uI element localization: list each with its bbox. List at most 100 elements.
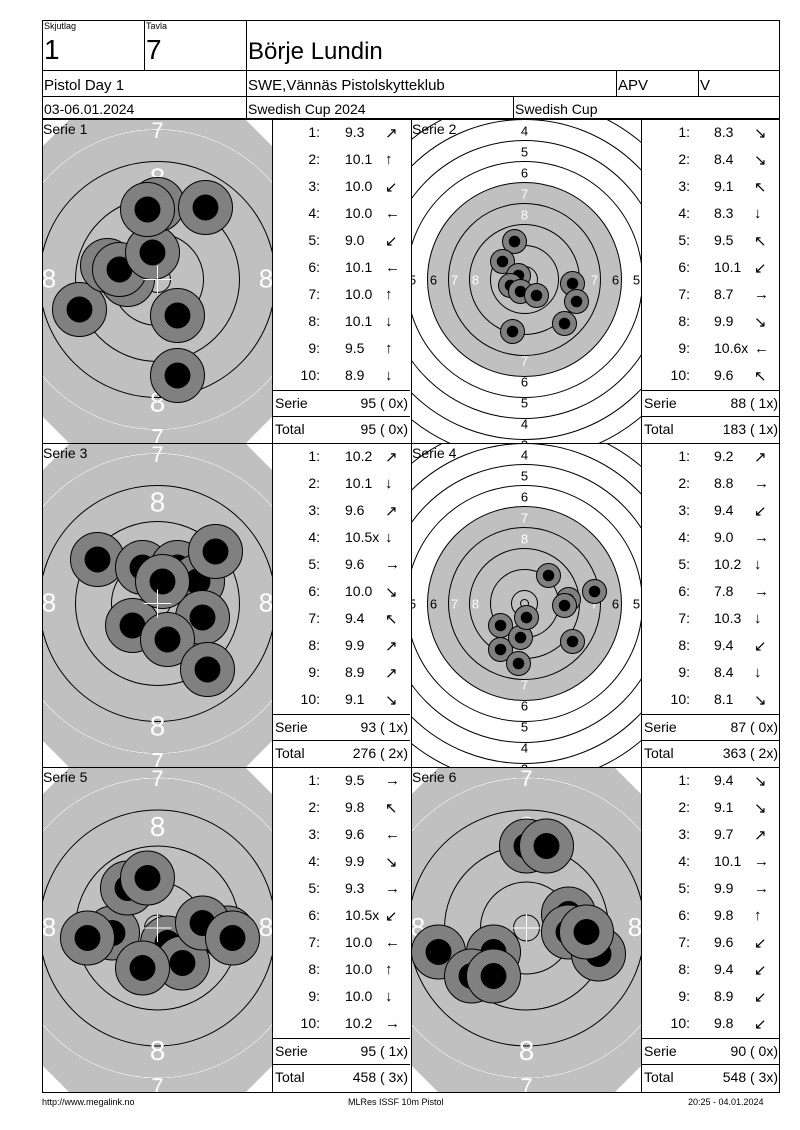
summary-value: 276 ( 2x) xyxy=(352,745,408,761)
shot-number: 8: xyxy=(308,637,320,653)
ring-number: 7 xyxy=(151,749,163,767)
summary-value: 458 ( 3x) xyxy=(352,1069,408,1085)
serie-label: Serie 3 xyxy=(43,445,88,461)
shot-hole-core xyxy=(66,296,93,323)
shot-row: 6:10.5x↙ xyxy=(273,907,410,934)
shot-direction-arrow: → xyxy=(385,772,400,789)
shot-row: 5:10.2↓ xyxy=(642,556,780,583)
ring-number: 8 xyxy=(150,711,166,742)
ring-number: 6 xyxy=(521,699,528,714)
shot-value: 9.4 xyxy=(345,610,365,626)
shot-direction-arrow: ↖ xyxy=(754,368,767,385)
shot-row: 4:10.1→ xyxy=(642,853,780,880)
shot-row: 1:9.3↗ xyxy=(273,124,410,151)
shot-hole-core xyxy=(494,643,507,656)
summary-label: Total xyxy=(275,745,305,761)
shot-row: 3:9.4↙ xyxy=(642,502,780,529)
shot-value: 10.0 xyxy=(345,205,373,221)
serie-label: Serie 5 xyxy=(43,769,88,785)
shot-row: 5:9.3→ xyxy=(273,880,410,907)
competition-name: Swedish Cup 2024 xyxy=(248,101,366,117)
target-ring xyxy=(412,120,641,440)
shot-value: 10.5x xyxy=(345,529,380,545)
shot-hole-core xyxy=(74,925,101,951)
shot-value: 9.6 xyxy=(345,556,365,572)
shot-direction-arrow: ← xyxy=(385,259,400,276)
target-full: 345678765436785765 xyxy=(412,120,641,443)
ring-number: 4 xyxy=(521,124,528,139)
target-ring xyxy=(412,444,641,764)
ring-number: 8 xyxy=(521,532,528,547)
shot-direction-arrow: ↙ xyxy=(754,638,767,655)
shot-hole-core xyxy=(558,317,571,330)
shot-list: 1:10.2↗2:10.1↓3:9.6↗4:10.5x↓5:9.6→6:10.0… xyxy=(273,444,410,767)
shot-hole-core xyxy=(558,599,571,612)
target-ring xyxy=(412,485,641,722)
shot-value: 9.6 xyxy=(345,502,365,518)
shot-number: 5: xyxy=(308,556,320,572)
shot-value: 9.9 xyxy=(714,880,734,896)
ring-number: 8 xyxy=(43,912,56,942)
footer-url[interactable]: http://www.megalink.no xyxy=(42,1097,135,1107)
header-divider xyxy=(42,96,780,97)
ring-number: 7 xyxy=(151,444,163,467)
shot-value: 10.6x xyxy=(714,340,749,356)
shot-direction-arrow: ↑ xyxy=(754,907,762,924)
ring-number: 6 xyxy=(430,273,437,288)
shot-direction-arrow: ↑ xyxy=(385,340,393,357)
shot-number: 3: xyxy=(308,502,320,518)
shot-hole-core xyxy=(520,611,533,624)
ring-number: 6 xyxy=(612,273,619,288)
shot-list: 1:9.2↗2:8.8→3:9.4↙4:9.0→5:10.2↓6:7.8→7:1… xyxy=(642,444,780,767)
ring-number: 4 xyxy=(521,448,528,463)
shot-number: 5: xyxy=(308,232,320,248)
tavla-value: 7 xyxy=(146,34,162,65)
grid-divider xyxy=(641,119,642,1093)
shot-number: 2: xyxy=(308,475,320,491)
shot-direction-arrow: ↓ xyxy=(754,205,762,222)
shot-direction-arrow: → xyxy=(754,583,769,600)
shot-hole-core xyxy=(134,196,161,223)
shot-list: 1:8.3↘2:8.4↘3:9.1↖4:8.3↓5:9.5↖6:10.1↙7:8… xyxy=(642,120,780,443)
serie-label: Serie 4 xyxy=(412,445,457,461)
shot-list: 1:9.3↗2:10.1↑3:10.0↙4:10.0←5:9.0↙6:10.1←… xyxy=(273,120,410,443)
shot-number: 10: xyxy=(300,367,320,383)
shot-value: 10.0 xyxy=(345,178,373,194)
shot-number: 8: xyxy=(678,961,690,977)
shot-row: 2:10.1↑ xyxy=(273,151,410,178)
shot-value: 9.0 xyxy=(714,529,734,545)
shot-number: 4: xyxy=(678,529,690,545)
summary-value: 95 ( 0x) xyxy=(360,421,408,437)
ring-number: 6 xyxy=(612,597,619,612)
shot-direction-arrow: ↑ xyxy=(385,286,393,303)
target-ring xyxy=(75,521,240,686)
shot-value: 8.8 xyxy=(714,475,734,491)
summary-value: 548 ( 3x) xyxy=(722,1069,778,1085)
shot-value: 9.4 xyxy=(714,502,734,518)
shot-direction-arrow: ↑ xyxy=(385,961,393,978)
shot-row: 5:9.6→ xyxy=(273,556,410,583)
shot-number: 4: xyxy=(308,529,320,545)
shot-hole-core xyxy=(164,362,191,389)
shot-direction-arrow: ↓ xyxy=(385,529,393,546)
summary-value: 88 ( 1x) xyxy=(730,395,778,411)
ring-number: 8 xyxy=(259,588,272,618)
class-code: APV xyxy=(618,77,649,94)
shot-hole-core xyxy=(119,612,146,639)
shot-list: 1:9.4↘2:9.1↘3:9.7↗4:10.1→5:9.9→6:9.8↑7:9… xyxy=(642,768,780,1092)
shot-number: 7: xyxy=(678,286,690,302)
summary-value: 183 ( 1x) xyxy=(722,421,778,437)
shot-hole-core xyxy=(164,302,191,329)
shot-number: 10: xyxy=(670,367,690,383)
shot-hole-core xyxy=(425,939,452,965)
shot-value: 9.8 xyxy=(714,1015,734,1031)
shot-number: 3: xyxy=(308,826,320,842)
shot-row: 6:10.1← xyxy=(273,259,410,286)
shot-value: 9.3 xyxy=(345,880,365,896)
shot-row: 9:8.4↓ xyxy=(642,664,780,691)
shot-number: 4: xyxy=(678,205,690,221)
